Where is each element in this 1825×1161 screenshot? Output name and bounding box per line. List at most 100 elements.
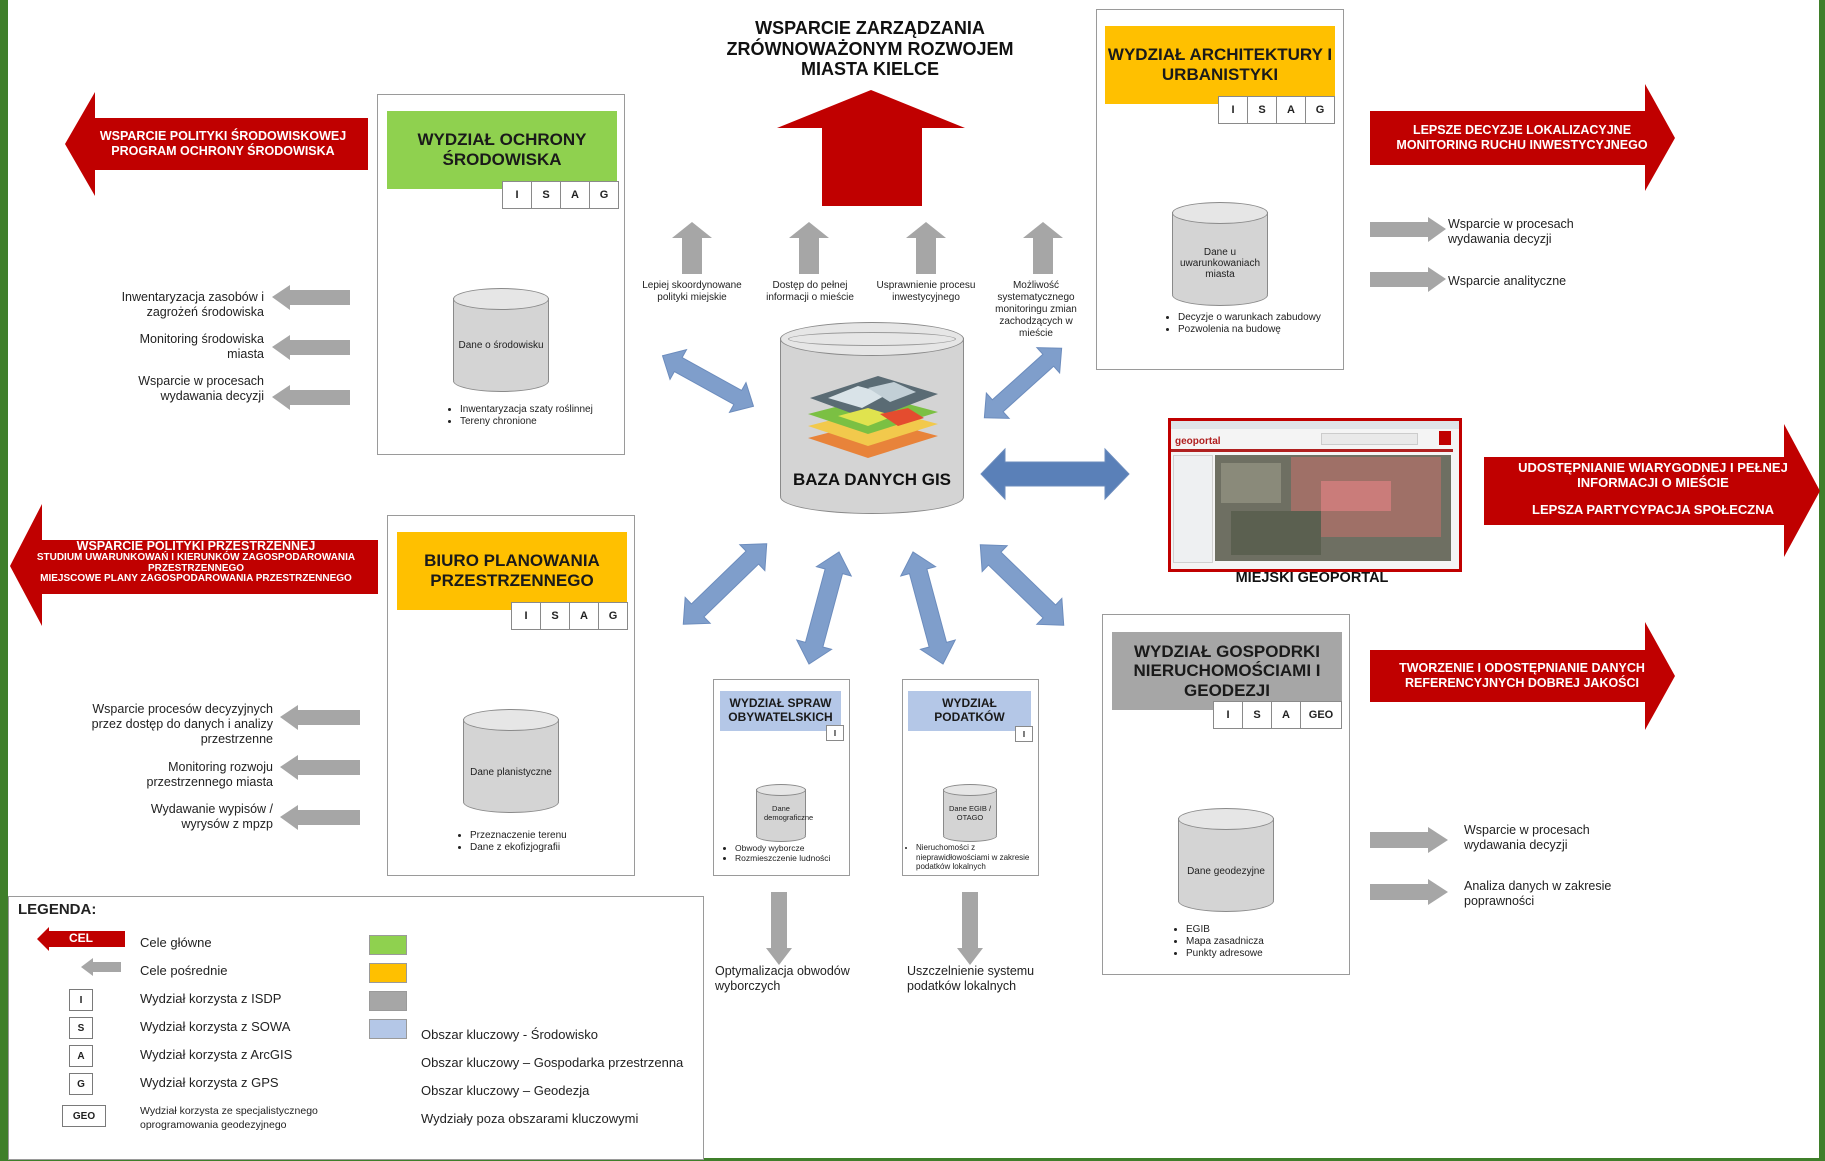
db-center-label: BAZA DANYCH GIS bbox=[792, 470, 952, 489]
letter-a: A bbox=[560, 181, 590, 209]
sub-env-1: Inwentaryzacja zasobów i zagrożeń środow… bbox=[121, 290, 264, 319]
db-tax: Dane EGIB / OTAGO bbox=[943, 784, 997, 842]
legend-swatch-label-1: Obszar kluczowy - Środowisko bbox=[421, 1027, 598, 1042]
bullet-item: Inwentaryzacja szaty roślinnej bbox=[460, 404, 610, 416]
legend-sub-arrow bbox=[81, 958, 121, 976]
letters-env: I S A G bbox=[502, 181, 619, 209]
bullet-item: Przeznaczenie terenu bbox=[470, 830, 630, 842]
bullet-item: Pozwolenia na budowę bbox=[1178, 324, 1328, 336]
goal-plan-title: WSPARCIE POLITYKI PRZESTRZENNEJ bbox=[76, 539, 316, 553]
sub-arrow-geo-2 bbox=[1370, 879, 1448, 905]
db-geo: Dane geodezyjne bbox=[1178, 808, 1274, 912]
bullets-env: Inwentaryzacja szaty roślinnej Tereny ch… bbox=[442, 404, 610, 428]
sub-arrow-geo-1 bbox=[1370, 827, 1448, 853]
db-env: Dane o środowisku bbox=[453, 288, 549, 392]
letters-civic: I bbox=[826, 725, 844, 741]
letter-g: G bbox=[1305, 96, 1335, 124]
hub-arrow-s1 bbox=[795, 551, 853, 665]
db-tax-label: Dane EGIB / OTAGO bbox=[948, 804, 992, 822]
goal-arrow-env bbox=[65, 92, 368, 196]
sub-arrow-arch-2 bbox=[1370, 267, 1446, 292]
sub-arch-1: Wsparcie w procesach wydawania decyzji bbox=[1448, 217, 1574, 246]
db-civic-label: Dane demograficzne bbox=[764, 804, 814, 822]
letters-arch: I S A G bbox=[1218, 96, 1335, 124]
bullets-geo: EGIB Mapa zasadnicza Punkty adresowe bbox=[1168, 924, 1336, 960]
goal-env-text: WSPARCIE POLITYKI ŚRODOWISKOWEJ PROGRAM … bbox=[99, 129, 347, 158]
letter-i: I bbox=[511, 602, 541, 630]
hub-arrow-e bbox=[980, 447, 1130, 501]
legend-label-geo: Wydział korzysta ze specjalistycznego op… bbox=[140, 1105, 318, 1131]
goal-arrow-arch bbox=[1370, 84, 1675, 191]
letter-a: A bbox=[1276, 96, 1306, 124]
sub-arrow-env-2 bbox=[272, 335, 350, 360]
benefit-1: Lepiej skoordynowane polityki miejskie bbox=[642, 280, 742, 303]
goal-arrow-geoportal bbox=[1484, 424, 1820, 557]
bullet-item: Nieruchomości z nieprawidłowościami w za… bbox=[916, 843, 1044, 872]
legend-key-geo: GEO bbox=[62, 1105, 106, 1127]
sub-env-3: Wsparcie w procesach wydawania decyzji bbox=[138, 374, 264, 403]
terrain-layers-icon bbox=[808, 376, 938, 458]
result-arrow-tax bbox=[957, 892, 983, 965]
header-tax: WYDZIAŁ PODATKÓW bbox=[908, 691, 1031, 731]
letter-a: A bbox=[569, 602, 599, 630]
legend-swatch-green bbox=[369, 935, 407, 955]
goal-arrow-plan bbox=[10, 504, 378, 626]
letters-plan: I S A G bbox=[511, 602, 628, 630]
bullets-arch: Decyzje o warunkach zabudowy Pozwolenia … bbox=[1160, 312, 1328, 336]
bullet-item: Decyzje o warunkach zabudowy bbox=[1178, 312, 1328, 324]
sub-plan-2: Monitoring rozwoju przestrzennego miasta bbox=[146, 760, 273, 789]
benefit-arrow-4 bbox=[1023, 222, 1063, 274]
bullet-item: Mapa zasadnicza bbox=[1186, 936, 1336, 948]
db-geo-label: Dane geodezyjne bbox=[1187, 866, 1265, 877]
legend-swatch-blue bbox=[369, 1019, 407, 1039]
geoportal-caption: MIEJSKI GEOPORTAL bbox=[1235, 570, 1389, 586]
frame-left bbox=[0, 0, 8, 1161]
legend-label-g: Wydział korzysta z GPS bbox=[140, 1075, 279, 1090]
benefit-3: Usprawnienie procesu inwestycyjnego bbox=[876, 280, 976, 303]
hub-arrow-nw bbox=[661, 348, 755, 414]
sub-arch-2: Wsparcie analityczne bbox=[1448, 274, 1567, 288]
sub-geo-1: Wsparcie w procesach wydawania decyzji bbox=[1464, 823, 1590, 852]
benefit-arrow-2 bbox=[789, 222, 829, 274]
goal-geo-text: TWORZENIE I ODOSTĘPNIANIE DANYCH REFEREN… bbox=[1399, 661, 1645, 690]
frame-bottom bbox=[0, 1158, 1825, 1161]
legend-label-sub: Cele pośrednie bbox=[140, 963, 228, 978]
db-env-label: Dane o środowisku bbox=[458, 340, 544, 351]
db-plan-label: Dane planistyczne bbox=[470, 767, 552, 778]
letter-i: I bbox=[1015, 726, 1033, 742]
bullet-item: Tereny chronione bbox=[460, 416, 610, 428]
bullet-item: Dane z ekofizjografii bbox=[470, 842, 630, 854]
header-env: WYDZIAŁ OCHRONY ŚRODOWISKA bbox=[387, 111, 617, 189]
letter-g: G bbox=[589, 181, 619, 209]
letter-s: S bbox=[1247, 96, 1277, 124]
letters-tax: I bbox=[1015, 726, 1033, 742]
hub-arrow-sw bbox=[682, 543, 768, 625]
legend-key-g: G bbox=[69, 1073, 93, 1095]
letter-i: I bbox=[1213, 701, 1243, 729]
sub-arrow-arch-1 bbox=[1370, 217, 1446, 242]
legend-label-i: Wydział korzysta z ISDP bbox=[140, 991, 282, 1006]
top-goal-title: WSPARCIE ZARZĄDZANIA ZRÓWNOWAŻONYM ROZWO… bbox=[726, 18, 1014, 80]
sub-geo-2: Analiza danych w zakresie poprawności bbox=[1464, 879, 1612, 908]
goal-plan-text: WSPARCIE POLITYKI PRZESTRZENNEJ STUDIUM … bbox=[14, 539, 378, 594]
bullets-plan: Przeznaczenie terenu Dane z ekofizjograf… bbox=[452, 830, 630, 854]
letter-g: G bbox=[598, 602, 628, 630]
db-arch-label: Dane u uwarunkowaniach miasta bbox=[1179, 247, 1261, 280]
letter-i: I bbox=[1218, 96, 1248, 124]
benefit-arrow-1 bbox=[672, 222, 712, 274]
sub-arrow-plan-2 bbox=[280, 755, 360, 780]
result-tax: Uszczelnienie systemu podatków lokalnych bbox=[907, 964, 1035, 993]
bullets-civic: Obwody wyborcze Rozmieszczenie ludności bbox=[721, 843, 857, 863]
letter-a: A bbox=[1271, 701, 1301, 729]
frame-right bbox=[1819, 0, 1825, 1161]
benefit-arrow-3 bbox=[906, 222, 946, 274]
goal-plan-line-2: MIEJSCOWE PLANY ZAGOSPODAROWANIA PRZESTR… bbox=[40, 573, 352, 585]
legend-cel-arrow bbox=[37, 927, 125, 951]
header-arch: WYDZIAŁ ARCHITEKTURY I URBANISTYKI bbox=[1105, 26, 1335, 104]
legend-swatch-label-2: Obszar kluczowy – Gospodarka przestrzenn… bbox=[421, 1055, 684, 1070]
sub-arrow-env-1 bbox=[272, 285, 350, 310]
goal-geoportal-a: UDOSTĘPNIANIE WIARYGODNEJ I PEŁNEJ INFOR… bbox=[1518, 460, 1788, 490]
geoportal-screenshot: geoportal bbox=[1168, 418, 1462, 572]
geoportal-logo-text: geoportal bbox=[1175, 436, 1221, 447]
